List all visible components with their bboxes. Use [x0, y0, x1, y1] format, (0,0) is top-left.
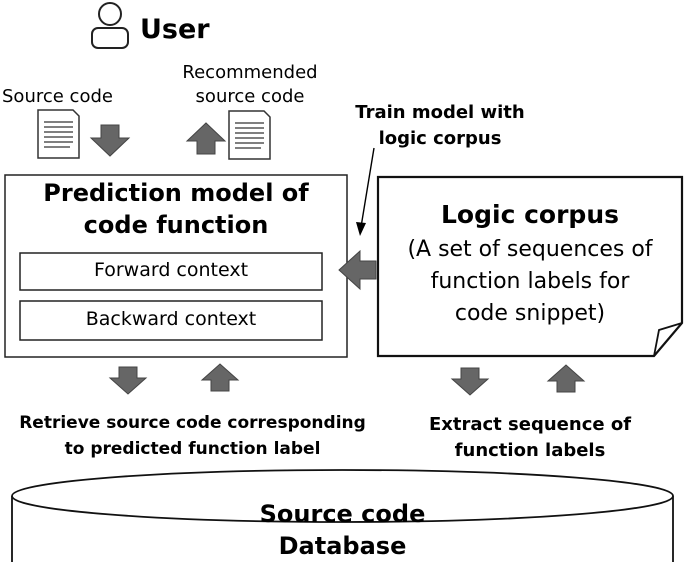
- recommended-code-document-icon: [228, 110, 271, 160]
- user-icon: [91, 2, 129, 49]
- extract-line1: Extract sequence of: [428, 414, 632, 435]
- recommended-label-line2: source code: [195, 86, 305, 107]
- train-model-label: Train model with logic corpus: [330, 100, 550, 152]
- extract-line2: function labels: [454, 440, 606, 461]
- prediction-title-line2: code function: [83, 211, 269, 239]
- prediction-title-line1: Prediction model of: [43, 179, 309, 207]
- logic-corpus-desc-line3: code snippet): [454, 301, 606, 326]
- retrieve-line2: to predicted function label: [64, 439, 321, 459]
- corpus-to-model-arrow-icon: [338, 249, 377, 291]
- logic-corpus-desc-line1: (A set of sequences of: [407, 237, 653, 262]
- recommended-label-line1: Recommended: [182, 62, 318, 83]
- database-line1: Source code: [259, 500, 426, 528]
- extract-down-arrow-icon: [450, 367, 490, 396]
- logic-corpus-box: [376, 175, 684, 358]
- train-label-line1: Train model with: [355, 102, 525, 123]
- logic-corpus-folded-corner: [653, 322, 683, 357]
- user-label: User: [140, 14, 210, 45]
- output-up-arrow-icon: [185, 122, 227, 155]
- input-down-arrow-icon: [89, 124, 131, 157]
- source-code-document-icon: [37, 109, 80, 159]
- retrieve-down-arrow-icon: [108, 366, 148, 395]
- logic-corpus-description: (A set of sequences of function labels f…: [378, 234, 682, 330]
- extract-label: Extract sequence of function labels: [405, 412, 655, 464]
- train-label-line2: logic corpus: [378, 128, 502, 149]
- logic-corpus-title: Logic corpus: [441, 200, 619, 229]
- forward-context-label: Forward context: [93, 259, 249, 281]
- logic-corpus-desc-line2: function labels for: [430, 269, 630, 294]
- retrieve-label: Retrieve source code corresponding to pr…: [0, 410, 385, 462]
- backward-context-label: Backward context: [85, 308, 257, 330]
- database-line2: Database: [278, 532, 407, 560]
- retrieve-line1: Retrieve source code corresponding: [19, 413, 366, 433]
- backward-context-box: [19, 300, 323, 341]
- recommended-source-code-label: Recommended source code: [160, 61, 340, 109]
- database-cylinder: [11, 469, 674, 562]
- extract-up-arrow-icon: [546, 364, 586, 393]
- source-code-label: Source code: [2, 86, 113, 107]
- forward-context-box: [19, 252, 323, 291]
- database-label: Source code Database: [12, 498, 673, 562]
- retrieve-up-arrow-icon: [200, 363, 240, 392]
- prediction-model-title: Prediction model of code function: [5, 177, 347, 241]
- train-pointer-arrow-icon: [356, 147, 375, 236]
